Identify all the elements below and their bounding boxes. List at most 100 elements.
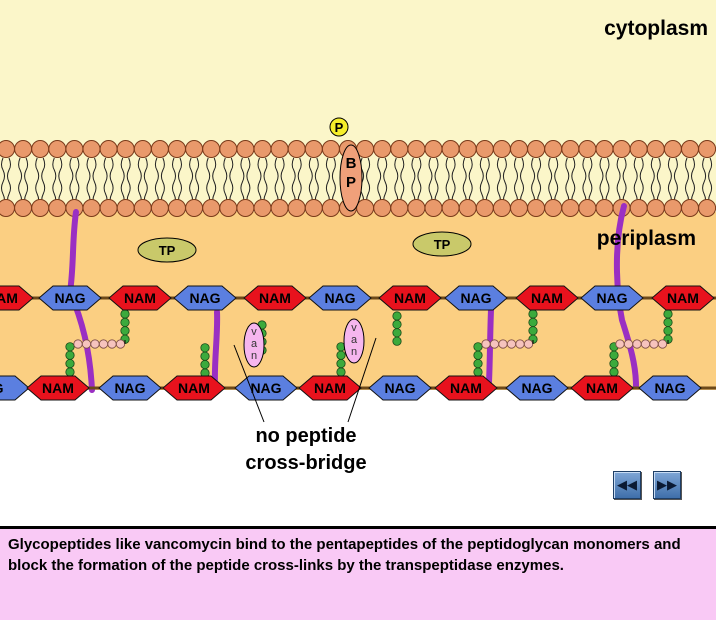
lipid-tail (178, 157, 182, 208)
sugar-label: NAG (324, 290, 355, 306)
sugar-label: NAM (531, 290, 563, 306)
lipid-head (407, 199, 426, 217)
lipid-tail (212, 157, 217, 208)
phosphate-label: P (335, 120, 344, 135)
lipid-head (390, 140, 409, 158)
lipid-head (612, 140, 631, 158)
lipid-tail (485, 157, 490, 208)
lipid-tail (502, 157, 507, 208)
fast-forward-icon: ▶▶ (657, 477, 677, 493)
amino-acid-green (120, 326, 130, 336)
cytoplasm-region (0, 0, 716, 140)
lipid-tail (582, 157, 587, 208)
lipid-head (116, 140, 135, 158)
lipid-tail (35, 157, 40, 208)
nag-sugar (308, 285, 372, 311)
lipid-tail (172, 157, 176, 208)
lipid-tail (622, 157, 627, 208)
lipid-head (202, 140, 221, 158)
nam-sugar (108, 285, 172, 311)
nam-sugar (434, 375, 498, 401)
lipid-head (321, 199, 340, 217)
amino-acid-green (336, 350, 346, 360)
forward-button[interactable]: ▶▶ (653, 471, 681, 499)
lipid-head (202, 199, 221, 217)
lipid-tail (434, 157, 439, 208)
amino-acid-green (200, 359, 210, 370)
lipid-tail (195, 157, 200, 208)
lipid-tail (479, 157, 484, 208)
lipid-head (253, 140, 272, 158)
lipid-tail (417, 157, 422, 208)
transpeptidase (412, 231, 472, 257)
amino-acid-green (65, 350, 75, 360)
rewind-button[interactable]: ◀◀ (613, 471, 641, 499)
no-cross-bridge-line1: no peptide (255, 425, 356, 447)
lipid-tail (314, 157, 319, 208)
lipid-tail (468, 157, 473, 208)
lipid-head (663, 140, 682, 158)
amino-acid-green (200, 343, 210, 353)
lipid-tail (639, 157, 644, 208)
amino-acid-green (65, 342, 75, 352)
lipid-tail (52, 157, 57, 208)
lipid-tail (554, 157, 559, 208)
lipid-head (287, 199, 306, 217)
phosphate: P (329, 117, 349, 137)
nag-sugar (38, 285, 102, 311)
lipid-head (646, 199, 665, 217)
lipid-head (82, 140, 101, 158)
amino-acid-bridge (632, 339, 642, 349)
amino-acid-bridge (81, 339, 92, 349)
lipid-tail (143, 157, 148, 208)
lipid-tail (331, 157, 336, 208)
sugar-label: NAM (394, 290, 426, 306)
van-letter: v (251, 326, 257, 338)
lipid-head (441, 140, 460, 158)
lipid-head (698, 199, 716, 217)
lipid-head (424, 140, 443, 158)
lipid-tail (708, 157, 713, 208)
lipid-tail (223, 157, 228, 208)
lipid-head (48, 140, 67, 158)
lipid-head (458, 140, 477, 158)
lipid-head (373, 140, 392, 158)
lipid-head (561, 199, 580, 217)
amino-acid-green (120, 317, 130, 327)
anchor-chain (486, 307, 494, 385)
lipid-tail (565, 157, 570, 208)
lipid-head (99, 199, 118, 217)
lipid-tail (240, 157, 245, 208)
lipid-tail (496, 157, 501, 208)
amino-acid-green (336, 367, 346, 377)
lipid-head (629, 140, 648, 158)
lipid-tail (667, 157, 672, 208)
lipid-head (629, 199, 648, 217)
amino-acid-green (473, 342, 483, 352)
nam-sugar (0, 285, 34, 311)
amino-acid-bridge (657, 339, 668, 349)
lipid-tail (229, 157, 234, 208)
exterior-region (0, 390, 716, 526)
lipid-tail (18, 157, 23, 208)
lipid-tail (24, 157, 29, 208)
lipid-tail (120, 157, 125, 208)
lipid-head (356, 199, 375, 217)
lipid-tail (588, 157, 593, 208)
lipid-tail (571, 157, 576, 208)
sugar-label: G (0, 380, 4, 396)
amino-acid-bridge (489, 339, 500, 349)
sugar-label: NAG (114, 380, 145, 396)
lipid-tail (92, 157, 97, 208)
lipid-tail (394, 157, 399, 208)
nag-sugar (173, 285, 237, 311)
amino-acid-bridge (515, 339, 525, 349)
lipid-tail (7, 157, 11, 208)
amino-acid-bridge (523, 339, 534, 349)
sugar-label: NAG (384, 380, 415, 396)
lipid-head (510, 199, 528, 217)
lipid-tail (41, 157, 46, 208)
sugar-label: NAM (667, 290, 699, 306)
tp-label: TP (159, 243, 176, 258)
